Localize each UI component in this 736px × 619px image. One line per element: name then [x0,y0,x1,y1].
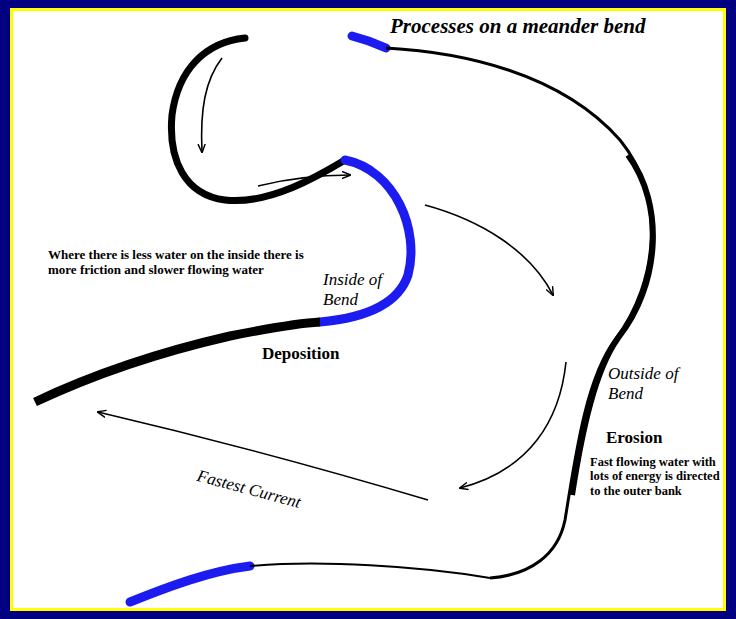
river-bank-blue [130,566,250,602]
river-bank [250,564,490,578]
flow-arrow [425,205,553,295]
deposition-bank [320,160,411,322]
river-bank [386,48,651,578]
flow-arrow [202,58,222,152]
flow-arrow [258,175,350,186]
flow-arrow [460,362,566,488]
note-text: Where there is less water on the inside … [48,248,320,278]
diagram-title: Processes on a meander bend [390,14,646,38]
process-label: Deposition [262,344,339,364]
region-label: Inside of Bend [323,270,395,309]
process-label: Erosion [606,428,662,448]
note-text: Fast flowing water with lots of energy i… [590,455,720,498]
region-label: Outside of Bend [608,364,688,403]
river-bank-blue [352,36,386,48]
